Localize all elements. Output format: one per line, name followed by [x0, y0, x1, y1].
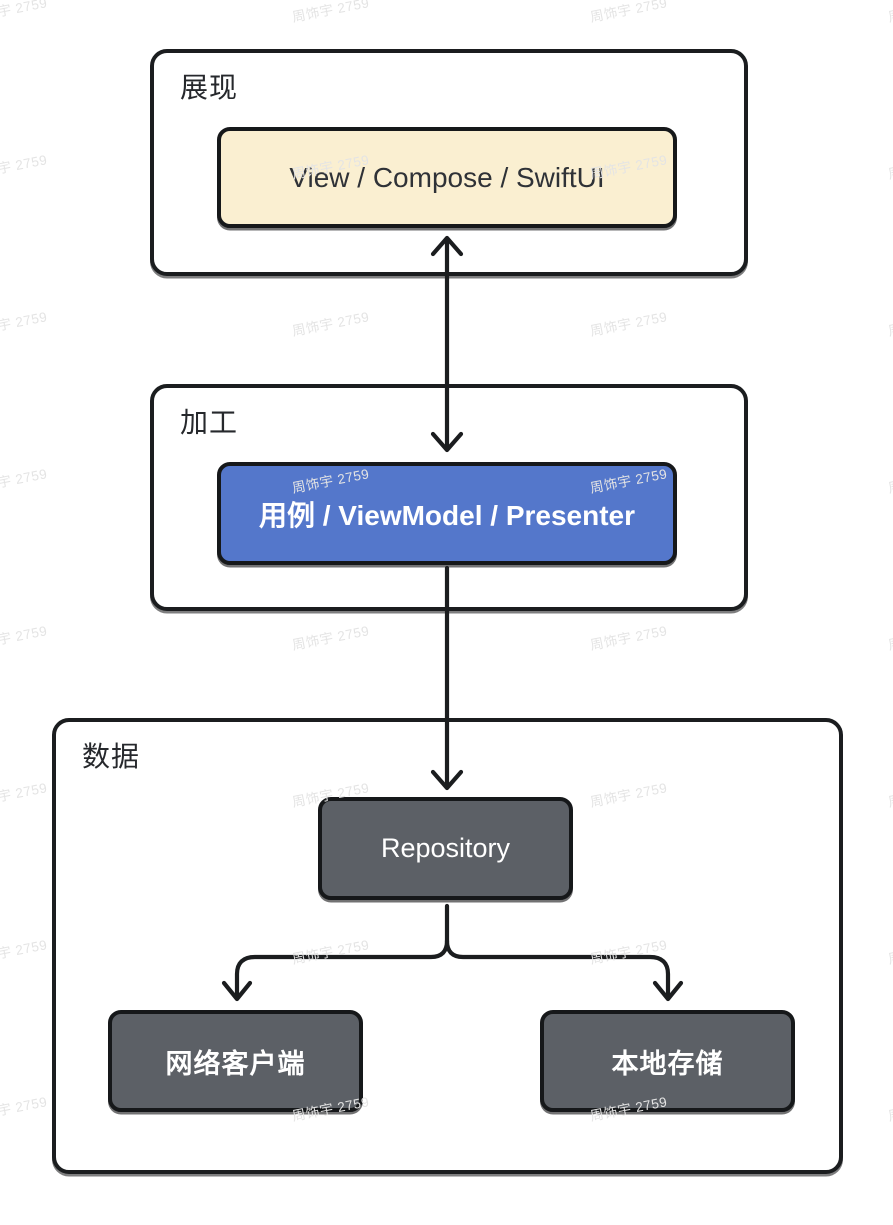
- watermark-text: 周饰宇 2759: [588, 623, 669, 653]
- watermark-text: 周饰宇 2759: [0, 937, 49, 967]
- watermark-text: 周饰宇 2759: [0, 152, 49, 182]
- watermark-text: 周饰宇 2759: [886, 937, 893, 967]
- section-presentation-label: 展现: [180, 72, 239, 103]
- watermark-text: 周饰宇 2759: [886, 0, 893, 25]
- node-view-compose-swiftui: View / Compose / SwiftUI: [217, 127, 677, 228]
- node-view-compose-swiftui-label: View / Compose / SwiftUI: [289, 161, 605, 193]
- watermark-text: 周饰宇 2759: [588, 0, 669, 25]
- watermark-text: 周饰宇 2759: [886, 623, 893, 653]
- node-repository-label: Repository: [380, 833, 511, 863]
- watermark-text: 周饰宇 2759: [0, 466, 49, 496]
- watermark-text: 周饰宇 2759: [0, 1094, 49, 1124]
- watermark-text: 周饰宇 2759: [290, 0, 371, 25]
- node-local-storage-label: 本地存储: [611, 1048, 724, 1079]
- watermark-text: 周饰宇 2759: [0, 309, 49, 339]
- node-network-client: 网络客户端: [108, 1010, 363, 1112]
- watermark-text: 周饰宇 2759: [0, 0, 49, 25]
- node-usecase-viewmodel-presenter: 用例 / ViewModel / Presenter: [217, 462, 677, 565]
- section-processing-label: 加工: [180, 407, 239, 438]
- node-repository: Repository: [318, 797, 573, 900]
- watermark-text: 周饰宇 2759: [0, 623, 49, 653]
- watermark-text: 周饰宇 2759: [290, 623, 371, 653]
- watermark-text: 周饰宇 2759: [886, 466, 893, 496]
- watermark-text: 周饰宇 2759: [886, 309, 893, 339]
- node-network-client-label: 网络客户端: [165, 1048, 306, 1079]
- node-local-storage: 本地存储: [540, 1010, 795, 1112]
- watermark-text: 周饰宇 2759: [886, 152, 893, 182]
- watermark-text: 周饰宇 2759: [0, 780, 49, 810]
- watermark-text: 周饰宇 2759: [886, 780, 893, 810]
- section-data-label: 数据: [82, 741, 141, 772]
- watermark-text: 周饰宇 2759: [588, 309, 669, 339]
- node-usecase-viewmodel-presenter-label: 用例 / ViewModel / Presenter: [258, 499, 636, 531]
- watermark-text: 周饰宇 2759: [886, 1094, 893, 1124]
- watermark-text: 周饰宇 2759: [290, 309, 371, 339]
